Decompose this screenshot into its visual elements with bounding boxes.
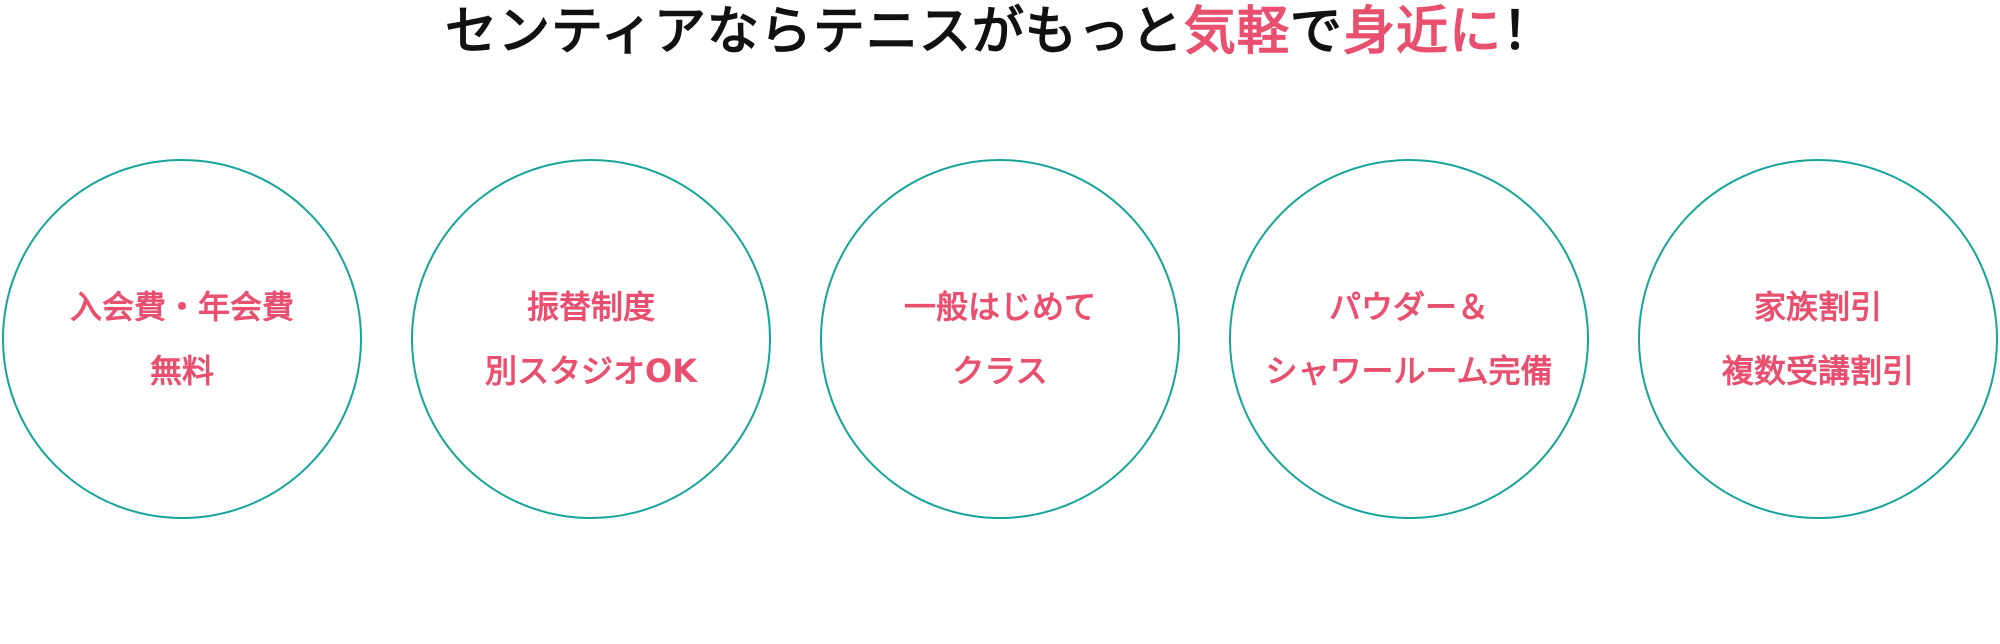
feature-line: 別スタジオOK	[484, 352, 697, 390]
feature-line: 家族割引	[1753, 288, 1882, 326]
feature-line: パウダー＆	[1328, 288, 1489, 326]
feature-line: クラス	[952, 352, 1048, 390]
feature-circle-fees: 入会費・年会費 無料	[2, 159, 362, 519]
feature-circle-beginner: 一般はじめて クラス	[820, 159, 1180, 519]
feature-line: 一般はじめて	[903, 288, 1096, 326]
feature-circle-facilities: パウダー＆ シャワールーム完備	[1229, 159, 1589, 519]
feature-line: 複数受講割引	[1721, 352, 1914, 390]
headline-text: センティアならテニスがもっと	[445, 2, 1184, 62]
feature-line: 無料	[149, 352, 214, 390]
feature-line: シャワールーム完備	[1265, 352, 1553, 390]
feature-circle-discount: 家族割引 複数受講割引	[1638, 159, 1998, 519]
feature-line: 振替制度	[526, 288, 655, 326]
headline-highlight: 身近に	[1342, 2, 1502, 62]
headline-highlight: 気軽	[1183, 2, 1290, 62]
headline-text: ！	[1501, 2, 1555, 62]
headline: センティアならテニスがもっと気軽で身近に！	[0, 0, 2000, 64]
feature-line: 入会費・年会費	[69, 288, 294, 326]
headline-text: で	[1289, 2, 1343, 62]
feature-circle-transfer: 振替制度 別スタジオOK	[411, 159, 771, 519]
